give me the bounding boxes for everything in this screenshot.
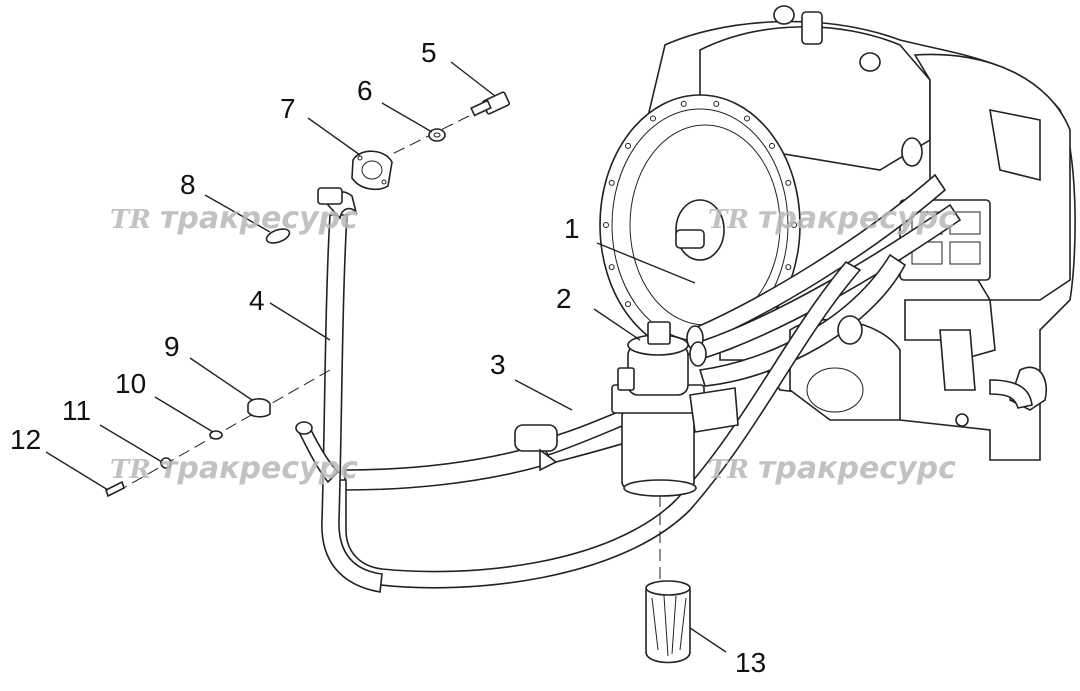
callout-11: 11	[62, 395, 91, 426]
flywheel-bolt	[608, 179, 615, 186]
watermark-text: тракресурс	[160, 201, 358, 236]
callout-2: 2	[556, 283, 572, 314]
leader-lines	[45, 61, 727, 653]
hose-4	[295, 187, 383, 593]
flywheel-bolt	[713, 100, 720, 107]
flywheel-bolt	[785, 264, 792, 271]
watermark-top-right: TR тракресурс	[708, 201, 956, 236]
callout-8: 8	[180, 169, 196, 200]
fastener-group-top	[265, 91, 510, 244]
callout-4: 4	[249, 285, 265, 316]
flywheel-bolt	[608, 264, 615, 271]
watermark-logo: TR	[110, 455, 151, 485]
flywheel-bolt	[625, 301, 631, 308]
callout-9: 9	[164, 331, 180, 362]
flywheel-bolt	[603, 222, 609, 228]
callout-1: 1	[564, 213, 580, 244]
flywheel-bolt	[769, 142, 775, 149]
flywheel-bolt	[791, 222, 797, 228]
watermark-text: тракресурс	[160, 451, 358, 486]
watermark-bottom-left: TR тракресурс	[110, 451, 358, 486]
filter-element-13	[645, 495, 691, 664]
callout-3: 3	[490, 349, 506, 380]
callout-labels: 1 2 3 4 5 6 7 8 9 10 11 12 13	[10, 37, 766, 678]
callout-13: 13	[735, 647, 766, 678]
callout-7: 7	[280, 93, 296, 124]
callout-10: 10	[115, 368, 146, 399]
flywheel-bolt	[650, 115, 656, 122]
flywheel-bolt	[680, 100, 687, 107]
watermark-top-left: TR тракресурс	[110, 201, 358, 236]
callout-5: 5	[421, 37, 437, 68]
hose-lines	[686, 137, 962, 387]
watermark-text: тракресурс	[758, 201, 956, 236]
watermark-logo: TR	[110, 205, 151, 235]
callout-12: 12	[10, 424, 41, 455]
filter-assembly-2	[611, 321, 739, 497]
flywheel-bolt	[785, 179, 792, 186]
watermark-logo: TR	[708, 205, 749, 235]
flywheel-bolt	[744, 115, 750, 122]
watermark-bottom-right: TR тракресурс	[708, 451, 956, 486]
watermark-text: тракресурс	[758, 451, 956, 486]
callout-6: 6	[357, 75, 373, 106]
watermark-logo: TR	[708, 455, 749, 485]
flywheel-bolt	[625, 142, 631, 149]
fastener-group-left	[105, 369, 331, 498]
